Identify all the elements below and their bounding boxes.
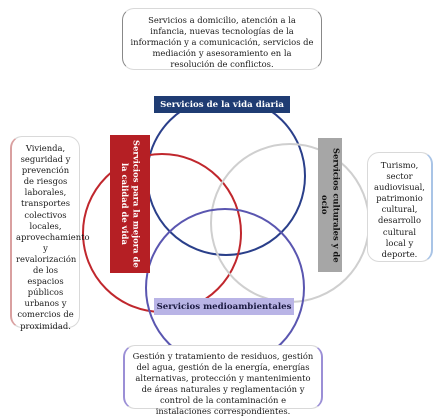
- label-vida-diaria: Servicios de la vida diaria: [154, 96, 290, 113]
- label-culturales: Servicios culturales y de ocio: [318, 138, 342, 272]
- ring-medioambientales: [145, 208, 305, 368]
- label-calidad-vida: Servicios para la mejora de la calidad d…: [110, 135, 150, 273]
- note-calidad-vida: Vivienda, seguridad y prevención de ries…: [10, 136, 90, 331]
- label-calidad-vida-text: Servicios para la mejora de la calidad d…: [120, 140, 142, 268]
- note-medioambientales: Gestión y tratamiento de residuos, gesti…: [123, 345, 323, 416]
- note-vida-diaria: Servicios a domicilio, atención a la inf…: [122, 8, 322, 70]
- label-medioambientales: Servicios medioambientales: [154, 298, 294, 315]
- note-culturales: Turismo, sector audiovisual, patrimonio …: [367, 152, 433, 262]
- label-culturales-text: Servicios culturales y de ocio: [320, 147, 342, 263]
- ring-calidad-vida: [82, 153, 242, 313]
